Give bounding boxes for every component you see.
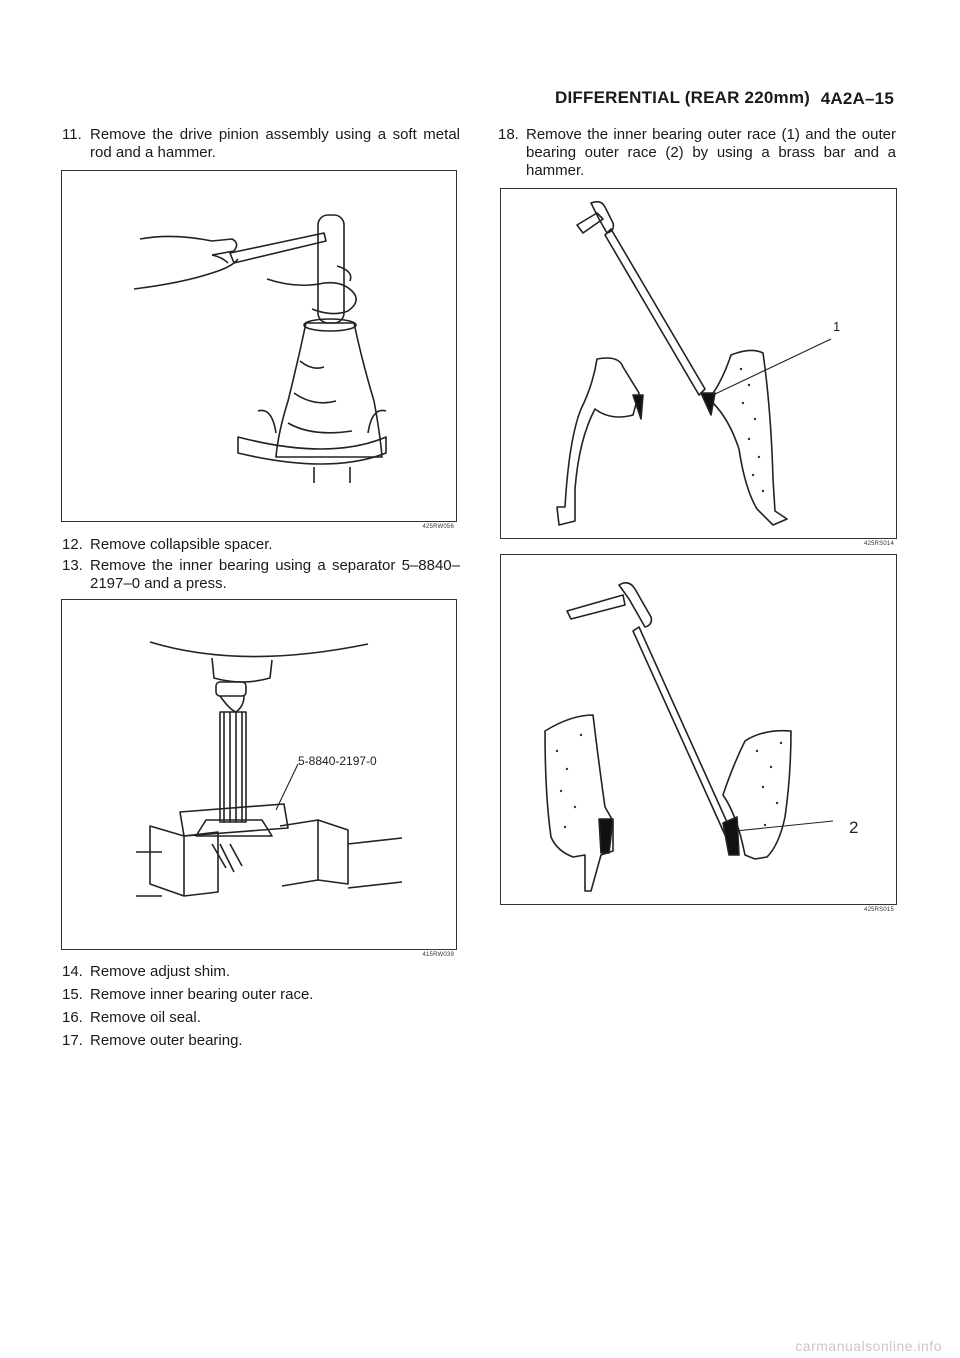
- inner-race-illustration: 1: [556, 200, 840, 526]
- step-number: 11.: [62, 126, 82, 143]
- figure-code: 425RW056: [422, 524, 454, 530]
- figure-pinion-removal: 425RW056: [61, 170, 457, 530]
- step-number: 13.: [62, 557, 83, 574]
- figure-code: 425RS014: [864, 541, 894, 547]
- figure-inner-race: 1 425RS014: [500, 188, 897, 547]
- race-texture: [555, 733, 783, 829]
- figure-separator-press: 5-8840-2197-0 415RW039: [61, 599, 457, 958]
- step-17: 17. Remove outer bearing.: [62, 1032, 460, 1050]
- step-14: 14. Remove adjust shim.: [62, 963, 460, 981]
- step-number: 16.: [62, 1009, 83, 1026]
- step-18: 18. Remove the inner bearing outer race …: [498, 126, 896, 180]
- step-text: Remove inner bearing outer race.: [90, 986, 314, 1003]
- step-16: 16. Remove oil seal.: [62, 1009, 460, 1027]
- step-number: 18.: [498, 126, 519, 143]
- step-number: 12.: [62, 536, 83, 553]
- page-header: DIFFERENTIAL (REAR 220mm) 4A2A–15: [0, 88, 900, 112]
- outer-race-illustration: 2: [544, 581, 858, 892]
- separator-press-illustration: 5-8840-2197-0: [136, 641, 403, 897]
- figure-code: 415RW039: [422, 952, 454, 958]
- step-text: Remove the drive pinion assembly using a…: [90, 126, 460, 161]
- race-texture: [739, 367, 765, 493]
- watermark: carmanualsonline.info: [795, 1338, 942, 1354]
- step-number: 14.: [62, 963, 83, 980]
- step-text: Remove oil seal.: [90, 1009, 201, 1026]
- step-number: 17.: [62, 1032, 83, 1049]
- step-text: Remove collapsible spacer.: [90, 536, 273, 553]
- step-13: 13. Remove the inner bearing using a sep…: [62, 557, 460, 593]
- figure-outer-race: 2 425RS015: [500, 554, 897, 913]
- tool-callout: 5-8840-2197-0: [298, 754, 377, 768]
- pinion-removal-illustration: [133, 214, 387, 483]
- race-callout-2: 2: [849, 818, 858, 837]
- section-title: DIFFERENTIAL (REAR 220mm): [555, 88, 810, 107]
- step-text: Remove outer bearing.: [90, 1032, 243, 1049]
- race-callout-1: 1: [833, 319, 840, 334]
- step-number: 15.: [62, 986, 83, 1003]
- step-11: 11. Remove the drive pinion assembly usi…: [62, 126, 460, 162]
- step-text: Remove adjust shim.: [90, 963, 231, 980]
- step-text: Remove the inner bearing using a separat…: [90, 557, 460, 592]
- page-number: 4A2A–15: [820, 89, 894, 108]
- step-15: 15. Remove inner bearing outer race.: [62, 986, 460, 1004]
- figure-code: 425RS015: [864, 907, 894, 913]
- step-text: Remove the inner bearing outer race (1) …: [526, 126, 896, 179]
- step-12: 12. Remove collapsible spacer.: [62, 536, 460, 554]
